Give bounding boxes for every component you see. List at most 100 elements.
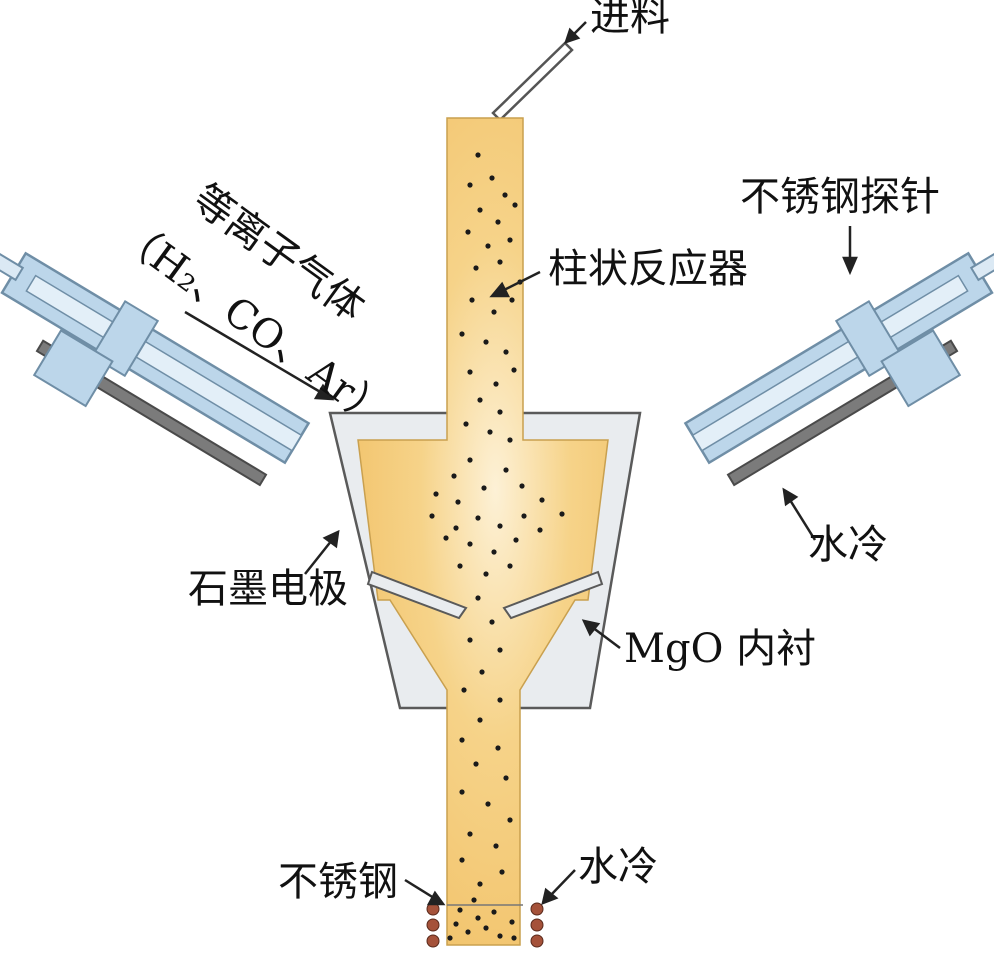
powder-particle bbox=[429, 513, 435, 519]
label-probe: 不锈钢探针 bbox=[740, 174, 940, 220]
leader-feed-arrow bbox=[564, 27, 581, 44]
right-probe-clamp bbox=[880, 329, 962, 408]
powder-particle bbox=[463, 421, 469, 427]
leader-lining-arrow bbox=[581, 619, 601, 637]
powder-particle bbox=[495, 745, 501, 751]
leader-plasma-gas-arrow bbox=[313, 383, 335, 401]
powder-particle bbox=[481, 485, 487, 491]
powder-particles bbox=[429, 152, 565, 941]
leader-electrode bbox=[304, 539, 333, 575]
powder-particle bbox=[491, 549, 497, 555]
cooling-coil-dot bbox=[530, 934, 544, 948]
powder-particle bbox=[502, 192, 508, 198]
powder-particle bbox=[521, 513, 527, 519]
powder-particle bbox=[537, 527, 543, 533]
powder-particle bbox=[489, 619, 495, 625]
powder-particle bbox=[507, 563, 513, 569]
powder-particle bbox=[473, 265, 479, 271]
powder-particle bbox=[509, 919, 515, 925]
right-probe-inner-tube bbox=[691, 274, 969, 452]
powder-particle bbox=[539, 497, 545, 503]
powder-particle bbox=[459, 737, 465, 743]
powder-particle bbox=[491, 309, 497, 315]
powder-particle bbox=[467, 369, 473, 375]
label-cooling-right: 水冷 bbox=[808, 522, 888, 568]
powder-particle bbox=[467, 637, 473, 643]
leader-cooling-right-arrow bbox=[782, 487, 799, 507]
powder-particle bbox=[467, 182, 473, 188]
leader-probe-arrow bbox=[842, 256, 858, 276]
powder-particle bbox=[465, 929, 471, 935]
powder-particle bbox=[475, 152, 481, 158]
powder-particle bbox=[559, 511, 565, 517]
reactor-powder-region bbox=[357, 117, 609, 946]
label-cooling-bottom: 水冷 bbox=[578, 844, 658, 890]
label-lining: MgO 内衬 bbox=[624, 626, 816, 672]
powder-particle bbox=[459, 331, 465, 337]
leader-electrode-arrow bbox=[322, 529, 340, 549]
cooling-coil-dot bbox=[426, 934, 440, 948]
leader-cooling-bottom bbox=[549, 869, 576, 897]
powder-particle bbox=[443, 535, 449, 541]
left-torch-stem bbox=[0, 207, 25, 282]
powder-particle bbox=[483, 925, 489, 931]
powder-particle bbox=[487, 429, 493, 435]
powder-particle bbox=[459, 789, 465, 795]
cooling-coil-dot bbox=[426, 918, 440, 932]
powder-particle bbox=[483, 339, 489, 345]
powder-particle bbox=[465, 229, 471, 235]
powder-particle bbox=[475, 595, 481, 601]
powder-particle bbox=[447, 935, 453, 941]
left-plasma-torch bbox=[0, 207, 311, 487]
powder-particle bbox=[477, 717, 483, 723]
powder-particle bbox=[509, 297, 515, 303]
leader-stainless bbox=[404, 878, 435, 900]
powder-particle bbox=[493, 381, 499, 387]
powder-particle bbox=[477, 207, 483, 213]
cooling-coil-dot bbox=[530, 918, 544, 932]
label-electrode: 石墨电极 bbox=[188, 566, 348, 612]
leader-lining bbox=[591, 626, 621, 649]
powder-particle bbox=[485, 801, 491, 807]
leader-reactor-arrow bbox=[489, 281, 511, 298]
powder-particle bbox=[497, 259, 503, 265]
feed-pipe bbox=[491, 41, 574, 122]
leader-reactor bbox=[499, 270, 541, 294]
powder-particle bbox=[451, 473, 457, 479]
leader-cooling-bottom-arrow bbox=[541, 887, 559, 906]
powder-particle bbox=[457, 907, 463, 913]
powder-particle bbox=[471, 897, 477, 903]
powder-particle bbox=[477, 397, 483, 403]
left-deflector bbox=[366, 570, 468, 620]
right-probe-assembly bbox=[683, 207, 994, 487]
leader-plasma-gas bbox=[184, 310, 323, 395]
right-probe-stem bbox=[969, 207, 994, 282]
powder-particle bbox=[457, 563, 463, 569]
powder-particle bbox=[507, 437, 513, 443]
right-deflector bbox=[502, 570, 604, 620]
powder-particle bbox=[499, 869, 505, 875]
left-torch-clamp bbox=[32, 329, 114, 408]
powder-particle bbox=[507, 237, 513, 243]
powder-particle bbox=[459, 857, 465, 863]
powder-particle bbox=[497, 697, 503, 703]
powder-particle bbox=[469, 297, 475, 303]
powder-particle bbox=[479, 669, 485, 675]
powder-particle bbox=[511, 935, 517, 941]
label-reactor: 柱状反应器 bbox=[548, 246, 748, 292]
powder-particle bbox=[511, 367, 517, 373]
powder-particle bbox=[503, 467, 509, 473]
cooling-coil-dot bbox=[530, 902, 544, 916]
powder-particle bbox=[503, 349, 509, 355]
left-torch-inner-tube bbox=[25, 274, 303, 452]
powder-particle bbox=[453, 921, 459, 927]
powder-particle bbox=[433, 491, 439, 497]
leader-stainless-arrow bbox=[426, 890, 446, 906]
powder-particle bbox=[489, 175, 495, 181]
powder-particle bbox=[497, 647, 503, 653]
label-feed: 进料 bbox=[590, 0, 670, 40]
leader-lines bbox=[184, 21, 858, 906]
label-stainless-bottom: 不锈钢 bbox=[278, 859, 398, 905]
powder-particle bbox=[455, 499, 461, 505]
